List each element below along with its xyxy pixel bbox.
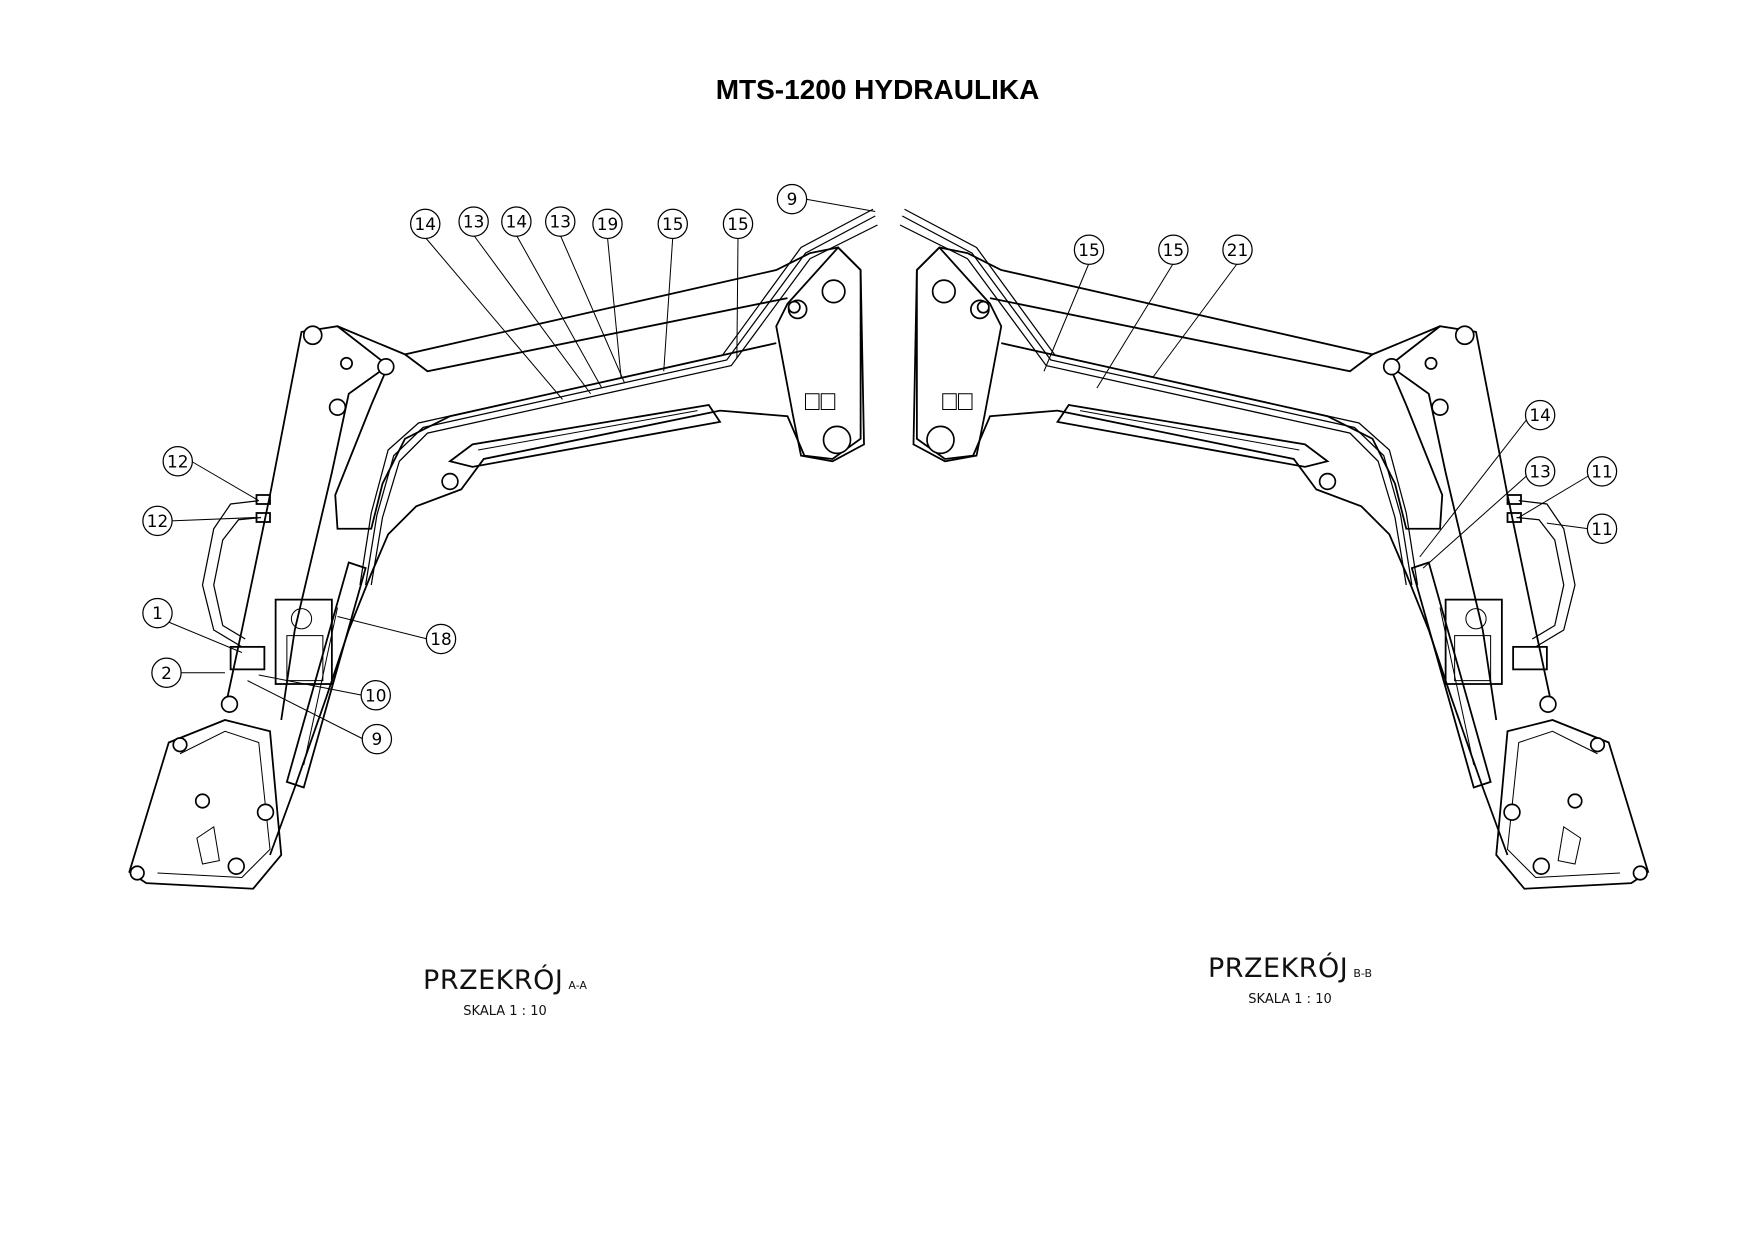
svg-text:15: 15 — [1078, 240, 1099, 260]
callout-15: 15 — [1073, 234, 1105, 265]
svg-text:12: 12 — [167, 451, 188, 471]
svg-text:21: 21 — [1227, 240, 1248, 260]
callout-15: 15 — [722, 208, 754, 240]
svg-text:15: 15 — [662, 214, 683, 234]
callout-1: 1 — [142, 597, 173, 629]
callout-15: 15 — [657, 208, 688, 240]
svg-text:2: 2 — [161, 663, 172, 683]
callout-9: 9 — [776, 183, 808, 215]
loader-arm-section-b — [899, 208, 1650, 890]
svg-text:12: 12 — [147, 511, 168, 531]
section-b-caption: PRZEKRÓJ B-B SKALA 1 : 10 — [1190, 953, 1390, 1007]
svg-text:19: 19 — [597, 214, 618, 234]
svg-text:15: 15 — [1163, 240, 1184, 260]
callout-18: 18 — [425, 623, 457, 655]
callout-21: 21 — [1222, 234, 1253, 265]
callout-11: 11 — [1586, 513, 1618, 544]
section-a-label: PRZEKRÓJ — [423, 965, 564, 996]
callout-15: 15 — [1158, 234, 1189, 265]
callout-11: 11 — [1586, 456, 1618, 487]
callout-13: 13 — [1524, 456, 1556, 487]
svg-text:15: 15 — [727, 214, 748, 234]
callout-9: 9 — [361, 723, 393, 755]
callout-14: 14 — [501, 206, 532, 237]
svg-text:13: 13 — [550, 212, 571, 232]
section-a-suffix: A-A — [568, 979, 587, 992]
callout-13: 13 — [545, 206, 576, 237]
callout-14: 14 — [410, 208, 441, 240]
svg-text:13: 13 — [463, 212, 484, 232]
section-b-scale: SKALA 1 : 10 — [1248, 992, 1332, 1007]
callout-12: 12 — [142, 505, 173, 537]
callout-13: 13 — [458, 206, 489, 237]
section-a-scale: SKALA 1 : 10 — [463, 1004, 547, 1019]
callout-14: 14 — [1524, 399, 1556, 431]
svg-text:14: 14 — [415, 214, 436, 234]
callout-12: 12 — [162, 446, 193, 477]
section-b-suffix: B-B — [1353, 967, 1373, 980]
callout-10: 10 — [360, 680, 391, 711]
section-a-caption: PRZEKRÓJ A-A SKALA 1 : 10 — [405, 965, 605, 1019]
callout-19: 19 — [592, 208, 623, 240]
svg-text:18: 18 — [430, 629, 451, 649]
svg-text:9: 9 — [372, 729, 383, 749]
svg-text:11: 11 — [1591, 519, 1612, 539]
svg-text:1: 1 — [152, 603, 163, 623]
svg-text:13: 13 — [1529, 461, 1550, 481]
loader-arm-section-a — [128, 208, 879, 890]
svg-text:14: 14 — [1529, 405, 1550, 425]
callout-2: 2 — [151, 657, 182, 688]
svg-text:11: 11 — [1591, 461, 1612, 481]
drawing-title: MTS-1200 HYDRAULIKA — [715, 74, 1040, 105]
section-b-label: PRZEKRÓJ — [1207, 953, 1349, 984]
svg-text:9: 9 — [787, 189, 798, 209]
svg-text:14: 14 — [506, 212, 527, 232]
svg-text:10: 10 — [365, 685, 386, 705]
